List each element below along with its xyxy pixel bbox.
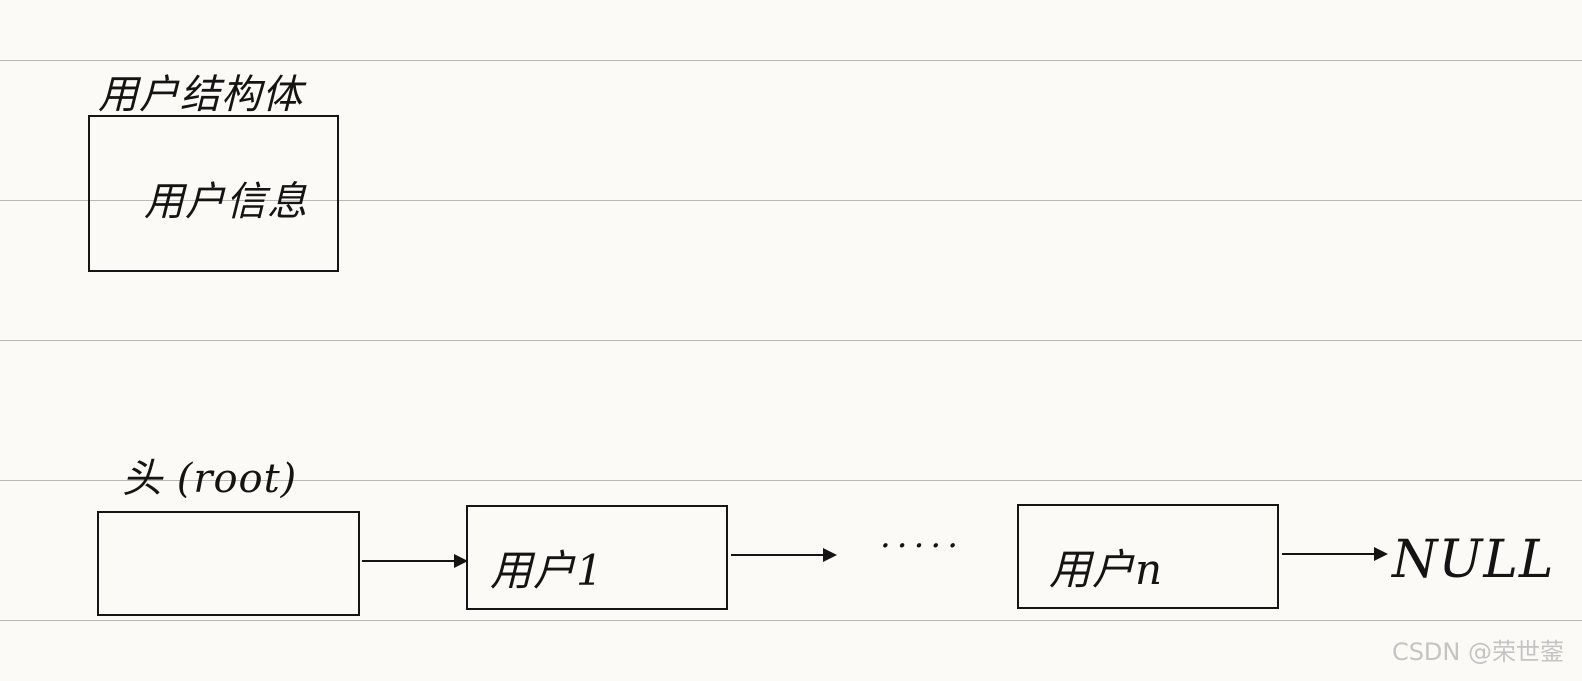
ruled-line xyxy=(0,340,1582,341)
struct-box-label: 用户信息 xyxy=(144,179,308,225)
node-last-box: 用户n xyxy=(1017,504,1279,609)
head-node-box xyxy=(97,511,360,616)
arrow-node1-to-ellipsis xyxy=(731,548,837,562)
arrow-noden-to-null xyxy=(1282,547,1388,561)
node-last-label: 用户n xyxy=(1049,545,1164,594)
ruled-line xyxy=(0,200,1582,201)
csdn-watermark: CSDN @荣世蓥 xyxy=(1391,638,1564,666)
struct-box: 用户信息 xyxy=(88,115,339,272)
ruled-line xyxy=(0,480,1582,481)
ellipsis-dots: ····· xyxy=(880,526,965,566)
ruled-line xyxy=(0,620,1582,621)
null-terminal-label: NULL xyxy=(1392,530,1555,590)
head-label: 头 (root) xyxy=(122,456,298,502)
node-first-label: 用户1 xyxy=(490,546,604,595)
struct-title: 用户结构体 xyxy=(98,72,303,118)
arrow-head-to-node1 xyxy=(362,554,468,568)
node-first-box: 用户1 xyxy=(466,505,728,610)
ruled-line xyxy=(0,60,1582,61)
